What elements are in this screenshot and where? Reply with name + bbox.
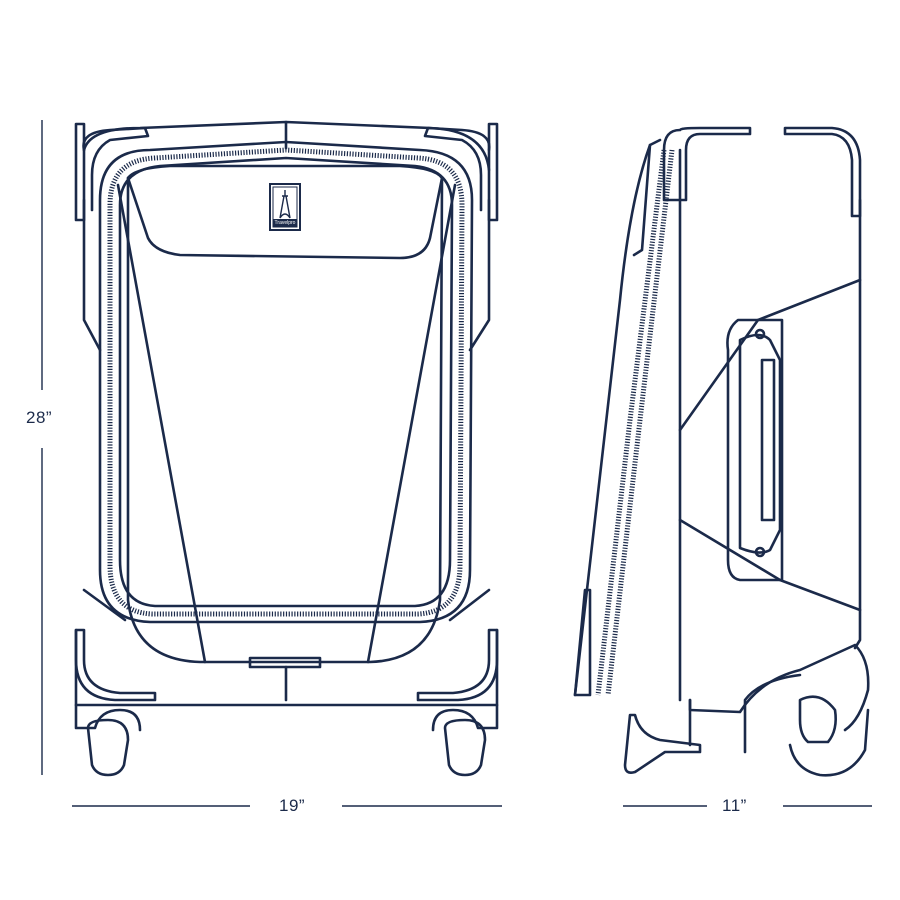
suitcase-side-view — [573, 126, 870, 777]
height-label: 28” — [26, 408, 53, 427]
width-label: 19” — [279, 796, 306, 815]
depth-label: 11” — [722, 796, 747, 815]
brand-logo — [269, 183, 301, 231]
logo-text: Travelpro — [274, 220, 296, 226]
suitcase-front-view — [74, 120, 499, 777]
